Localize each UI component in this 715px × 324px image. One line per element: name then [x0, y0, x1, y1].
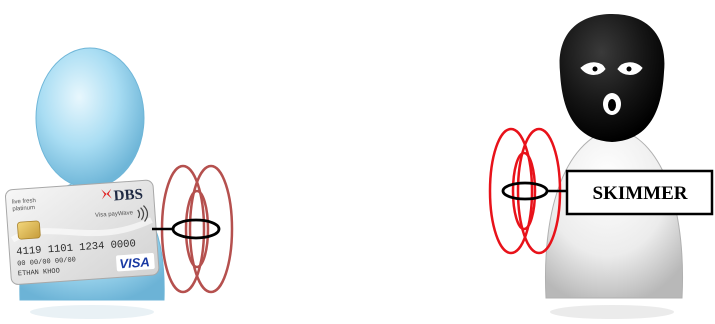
card-network: VISA	[119, 254, 150, 271]
credit-card: live fresh platinum DBS Visa payWave 411…	[5, 180, 159, 285]
skimmer-label-box: SKIMMER	[567, 171, 712, 214]
antenna-loop	[173, 220, 219, 238]
balaclava-mask	[560, 14, 665, 142]
victim-head	[36, 48, 144, 188]
mask-mouth	[608, 99, 616, 111]
mask-eye-left	[593, 67, 598, 72]
attacker-figure	[545, 14, 682, 319]
chip-icon	[17, 221, 40, 239]
skimmer-antenna-loop	[503, 183, 547, 199]
mask-eye-right	[627, 67, 632, 72]
victim-shadow	[30, 305, 154, 319]
attacker-shadow	[550, 305, 674, 319]
skimmer-label: SKIMMER	[593, 183, 688, 204]
card-brand: DBS	[113, 187, 143, 205]
signal-ring	[490, 129, 532, 253]
signal-ring	[190, 166, 232, 292]
